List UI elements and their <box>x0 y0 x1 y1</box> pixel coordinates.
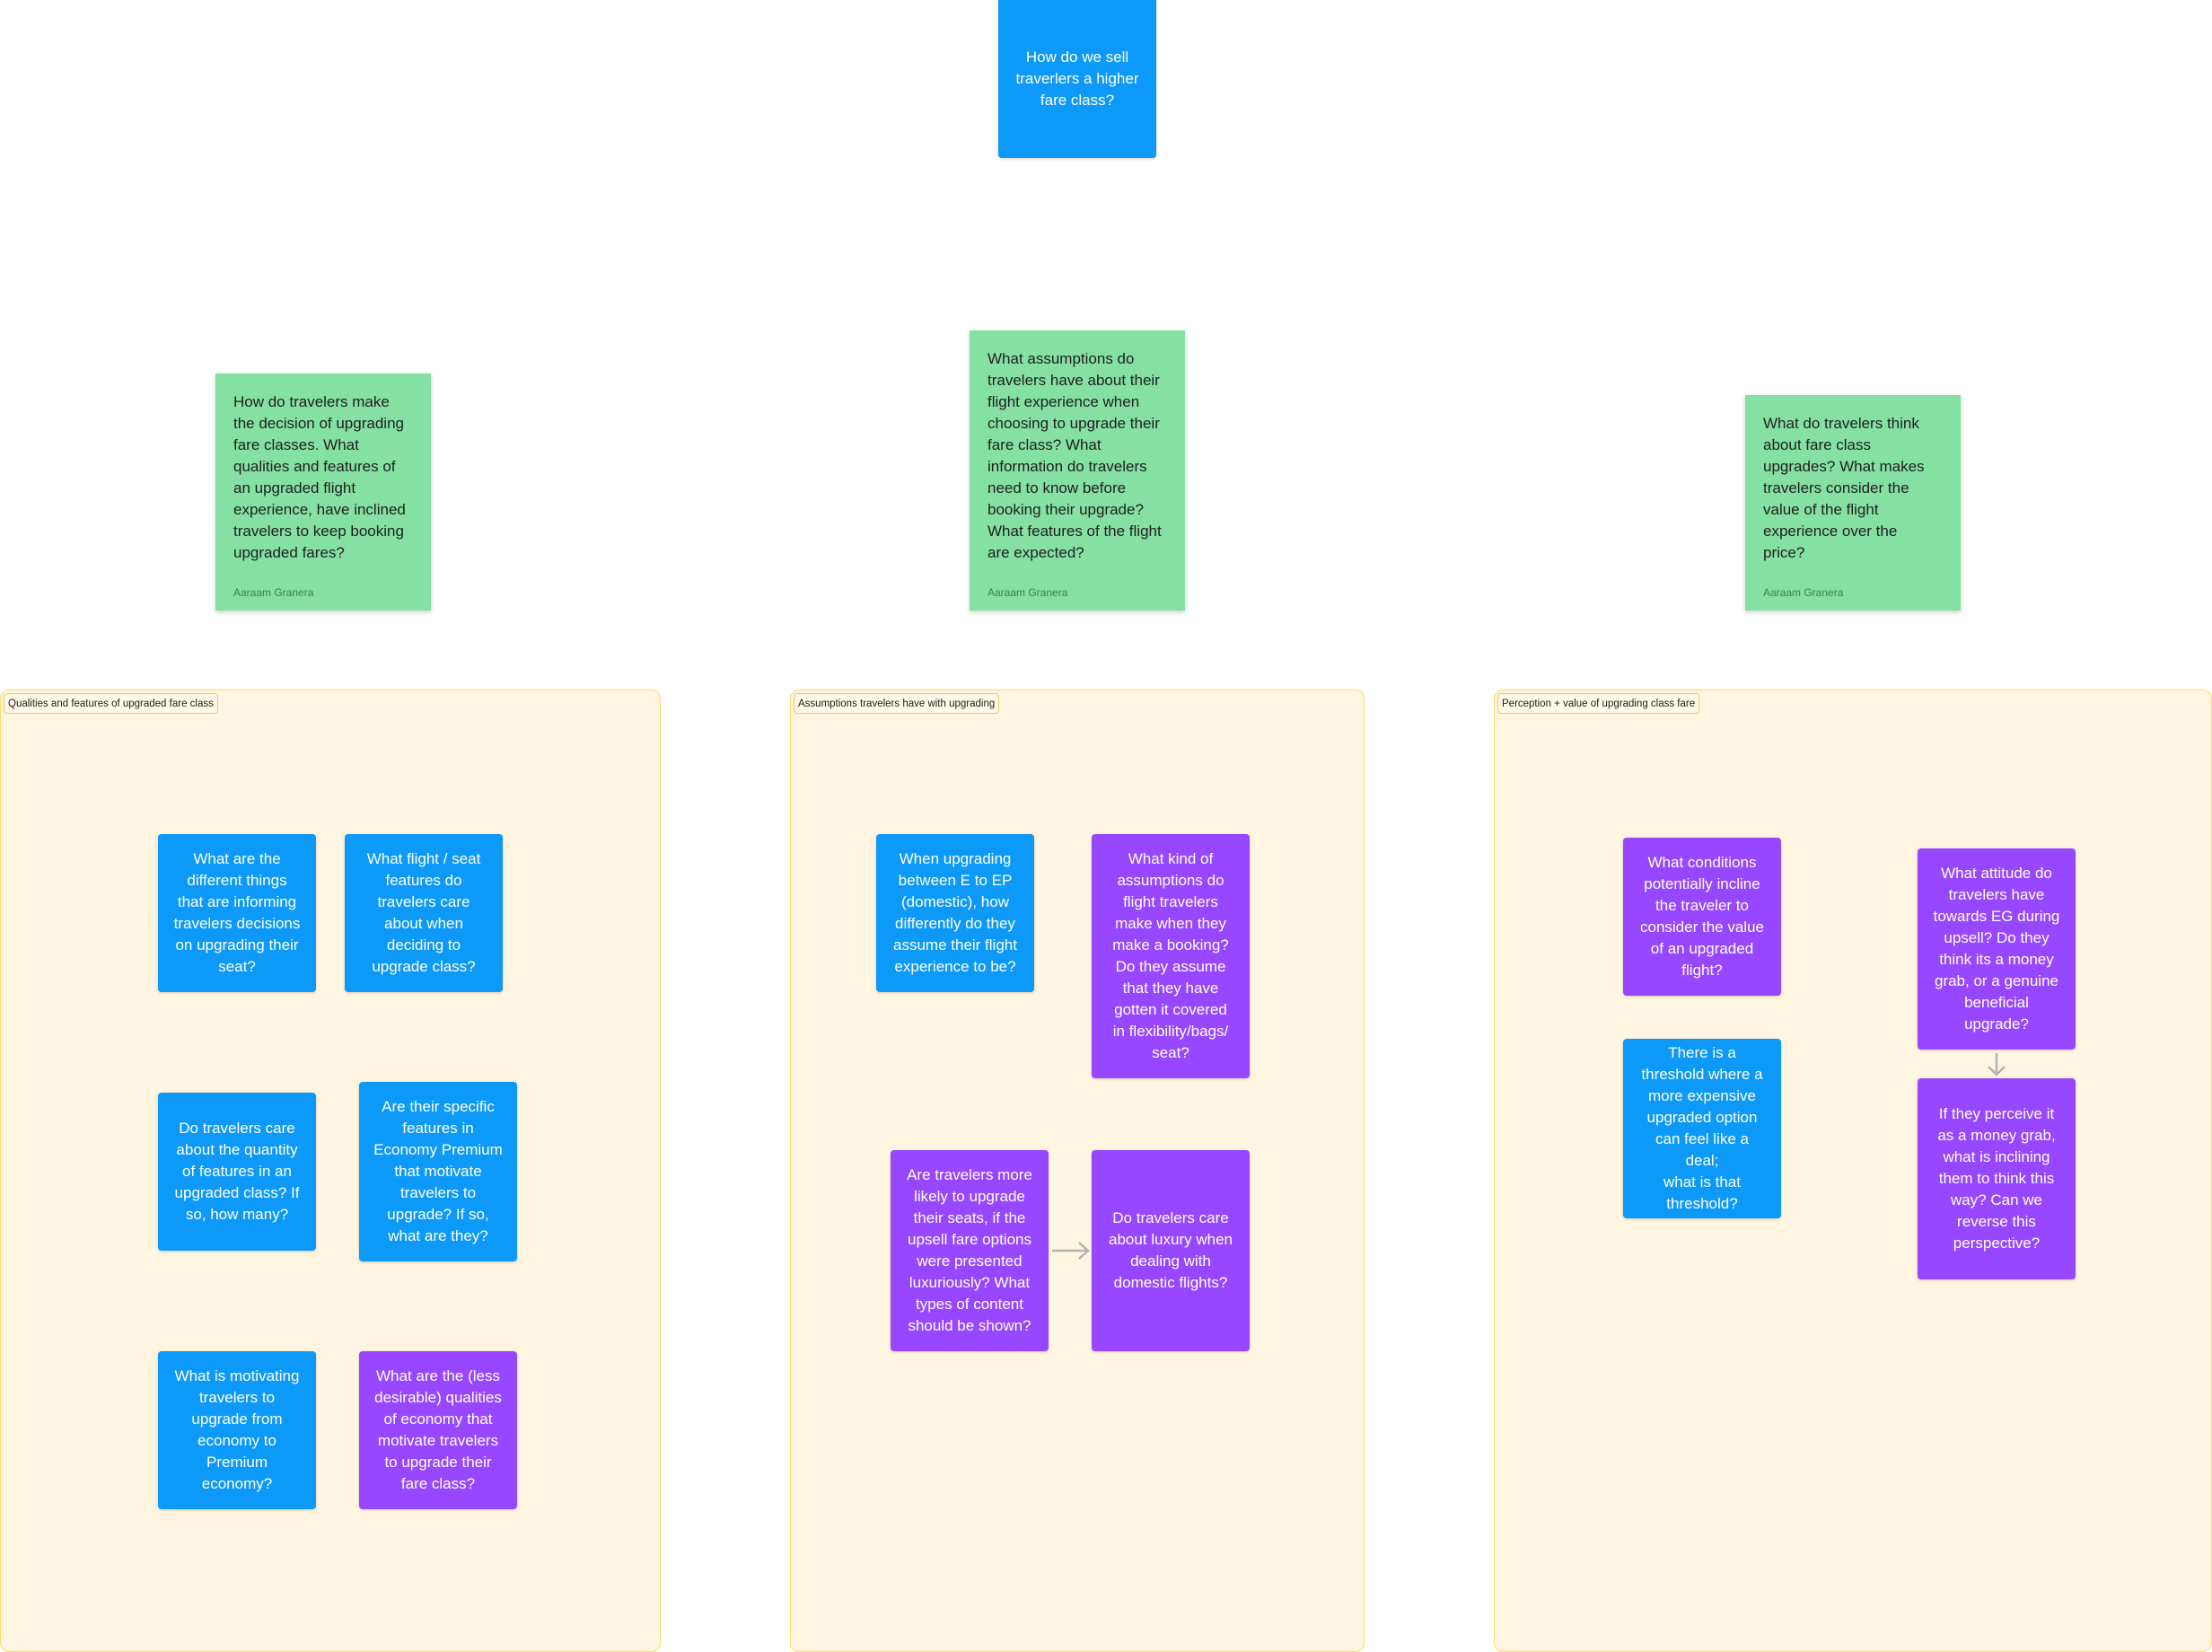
sticky-note[interactable]: What are the (less desirable) qualities … <box>359 1351 517 1509</box>
green-note-text: What do travelers think about fare class… <box>1763 415 1925 561</box>
note-author: Aaraam Granera <box>1763 586 1844 599</box>
sticky-note[interactable]: There is a threshold where a more expens… <box>1623 1039 1781 1218</box>
arrow-down-connector <box>1988 1053 2006 1076</box>
sticky-note[interactable]: What flight / seat features do travelers… <box>345 834 503 992</box>
section-label[interactable]: Assumptions travelers have with upgradin… <box>794 693 1000 714</box>
green-note-text: How do travelers make the decision of up… <box>233 393 406 561</box>
arrow-right-connector <box>1052 1242 1090 1260</box>
green-note-assumptions[interactable]: What assumptions do travelers have about… <box>970 330 1185 611</box>
sticky-note[interactable]: Do travelers care about the quantity of … <box>158 1093 316 1251</box>
green-note-decision[interactable]: How do travelers make the decision of up… <box>215 373 431 611</box>
green-note-text: What assumptions do travelers have about… <box>988 350 1162 561</box>
section-assumptions[interactable]: Assumptions travelers have with upgradin… <box>790 690 1365 1652</box>
sticky-note[interactable]: Do travelers care about luxury when deal… <box>1092 1150 1250 1351</box>
root-question-note[interactable]: How do we sell traverlers a higher fare … <box>998 0 1156 158</box>
section-qualities-features[interactable]: Qualities and features of upgraded fare … <box>0 690 661 1652</box>
sticky-note[interactable]: What kind of assumptions do flight trave… <box>1092 834 1250 1078</box>
sticky-note[interactable]: Are travelers more likely to upgrade the… <box>891 1150 1049 1351</box>
section-label[interactable]: Qualities and features of upgraded fare … <box>4 693 218 714</box>
green-note-perception[interactable]: What do travelers think about fare class… <box>1745 395 1961 611</box>
section-label[interactable]: Perception + value of upgrading class fa… <box>1497 693 1700 714</box>
sticky-note[interactable]: What attitude do travelers have towards … <box>1918 848 2076 1050</box>
sticky-note[interactable]: If they perceive it as a money grab, wha… <box>1918 1078 2076 1279</box>
sticky-note[interactable]: When upgrading between E to EP (domestic… <box>876 834 1034 992</box>
note-author: Aaraam Granera <box>988 586 1068 599</box>
section-perception-value[interactable]: Perception + value of upgrading class fa… <box>1494 690 2212 1652</box>
sticky-note[interactable]: Are their specific features in Economy P… <box>359 1082 517 1261</box>
sticky-note[interactable]: What is motivating travelers to upgrade … <box>158 1351 316 1509</box>
sticky-note[interactable]: What conditions potentially incline the … <box>1623 838 1781 996</box>
sticky-note[interactable]: What are the different things that are i… <box>158 834 316 992</box>
note-author: Aaraam Granera <box>233 586 314 599</box>
